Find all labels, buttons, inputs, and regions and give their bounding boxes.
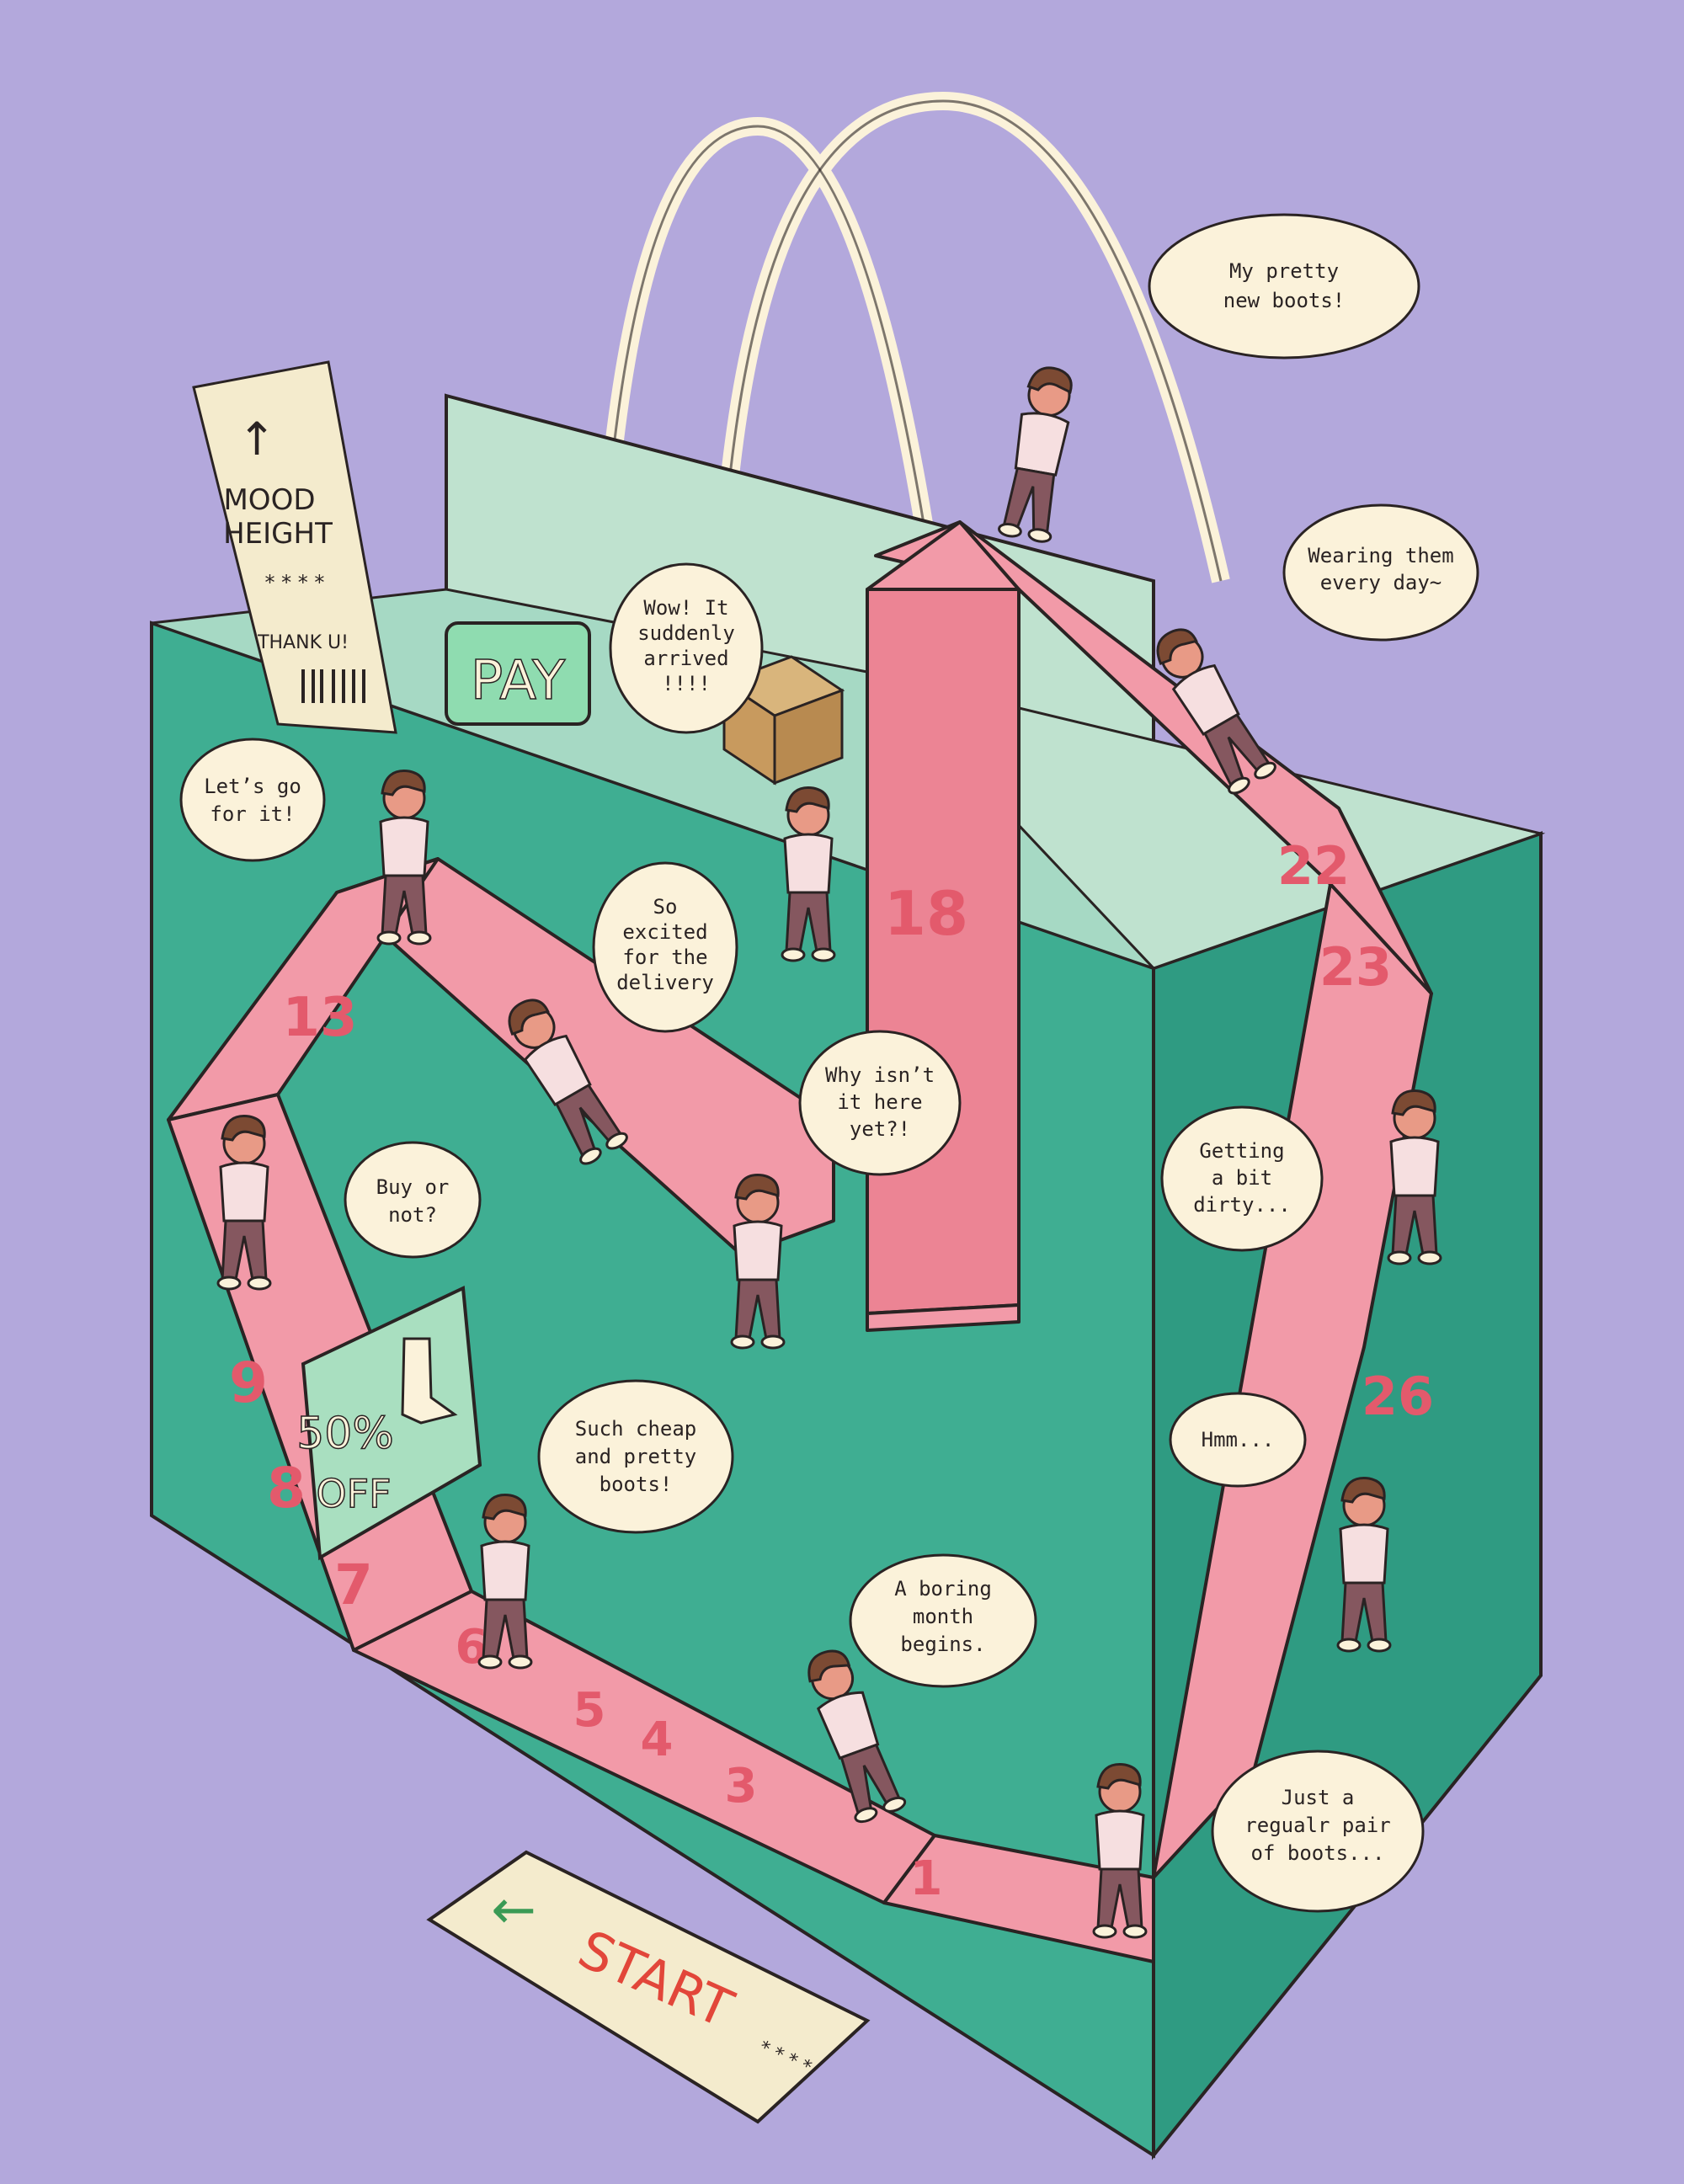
- svg-text:yet?!: yet?!: [850, 1117, 910, 1141]
- svg-text:not?: not?: [388, 1203, 437, 1227]
- svg-text:A boring: A boring: [894, 1577, 992, 1601]
- svg-text:regualr pair: regualr pair: [1244, 1814, 1390, 1837]
- track-number-26: 26: [1362, 1366, 1434, 1427]
- track-number-23: 23: [1319, 936, 1392, 998]
- svg-text:Wearing them: Wearing them: [1308, 544, 1453, 567]
- sale-sign-off: OFF: [316, 1471, 391, 1516]
- sale-sign-percent: 50%: [296, 1409, 394, 1459]
- svg-text:a bit: a bit: [1212, 1166, 1272, 1190]
- bubble-why-not-here: Why isn’t it here yet?!: [798, 1030, 962, 1176]
- track-number-8: 8: [267, 1456, 306, 1521]
- receipt-stars: * * * *: [265, 571, 325, 594]
- person-dancing: [996, 362, 1081, 545]
- track-number-5: 5: [573, 1683, 606, 1738]
- bubble-regular-boots: Just a regualr pair of boots...: [1211, 1750, 1425, 1913]
- svg-text:begins.: begins.: [900, 1633, 985, 1656]
- bubble-wow-arrived: Wow! It suddenly arrived !!!!: [609, 562, 764, 734]
- svg-text:suddenly: suddenly: [637, 621, 735, 645]
- bubble-wearing-daily: Wearing them every day~: [1282, 503, 1479, 642]
- track-number-3: 3: [725, 1759, 758, 1814]
- receipt: ↑ MOOD HEIGHT * * * * THANK U!: [192, 360, 397, 734]
- svg-text:!!!!: !!!!: [662, 672, 711, 695]
- svg-text:Wow! It: Wow! It: [643, 596, 728, 620]
- svg-text:month: month: [913, 1605, 973, 1628]
- bubble-getting-dirty: Getting a bit dirty...: [1160, 1105, 1324, 1252]
- receipt-arrow: ↑: [237, 413, 275, 466]
- svg-text:excited: excited: [622, 920, 707, 944]
- receipt-height: HEIGHT: [223, 517, 333, 551]
- track-number-4: 4: [641, 1713, 674, 1767]
- svg-text:for the: for the: [622, 946, 707, 969]
- sale-sign: 50% OFF: [296, 1285, 482, 1561]
- svg-text:new boots!: new boots!: [1223, 289, 1346, 312]
- svg-text:So: So: [653, 895, 678, 919]
- track-number-13: 13: [282, 987, 357, 1049]
- receipt-thanks: THANK U!: [257, 632, 349, 653]
- svg-text:Getting: Getting: [1199, 1139, 1284, 1163]
- pay-button-label: PAY: [471, 650, 566, 712]
- svg-text:for it!: for it!: [210, 802, 295, 826]
- svg-text:and pretty: and pretty: [575, 1445, 697, 1468]
- svg-text:Why isn’t: Why isn’t: [825, 1063, 935, 1087]
- svg-text:boots!: boots!: [600, 1473, 673, 1496]
- svg-text:delivery: delivery: [616, 971, 714, 994]
- svg-text:My pretty: My pretty: [1229, 259, 1339, 283]
- start-arrow: ←: [491, 1879, 536, 1942]
- svg-text:Buy or: Buy or: [376, 1175, 450, 1199]
- bubble-buy-or-not: Buy or not?: [344, 1141, 482, 1259]
- pay-button[interactable]: PAY: [445, 621, 591, 726]
- track-number-18: 18: [884, 878, 968, 949]
- track-number-7: 7: [334, 1553, 373, 1617]
- track-number-1: 1: [910, 1851, 943, 1906]
- svg-text:arrived: arrived: [643, 647, 728, 670]
- svg-text:it here: it here: [837, 1090, 922, 1114]
- svg-text:every day~: every day~: [1320, 571, 1442, 594]
- bubble-boring-month: A boring month begins.: [849, 1553, 1037, 1688]
- bubble-so-excited: So excited for the delivery: [592, 861, 738, 1033]
- bubble-hmm: Hmm...: [1169, 1392, 1307, 1488]
- svg-text:of boots...: of boots...: [1251, 1841, 1385, 1865]
- bubble-pretty-boots: My pretty new boots!: [1148, 213, 1420, 360]
- bubble-lets-go: Let’s go for it!: [179, 738, 326, 862]
- track-number-9: 9: [229, 1350, 268, 1415]
- svg-text:dirty...: dirty...: [1193, 1193, 1291, 1217]
- bubble-cheap-boots: Such cheap and pretty boots!: [537, 1379, 734, 1534]
- svg-text:Just a: Just a: [1282, 1786, 1355, 1809]
- boot-icon: [401, 1337, 458, 1425]
- svg-text:Such cheap: Such cheap: [575, 1417, 697, 1441]
- track-number-22: 22: [1277, 835, 1350, 897]
- receipt-mood: MOOD: [223, 483, 315, 517]
- receipt-barcode: [301, 669, 365, 703]
- svg-text:Hmm...: Hmm...: [1202, 1428, 1275, 1452]
- svg-text:Let’s go: Let’s go: [204, 775, 301, 798]
